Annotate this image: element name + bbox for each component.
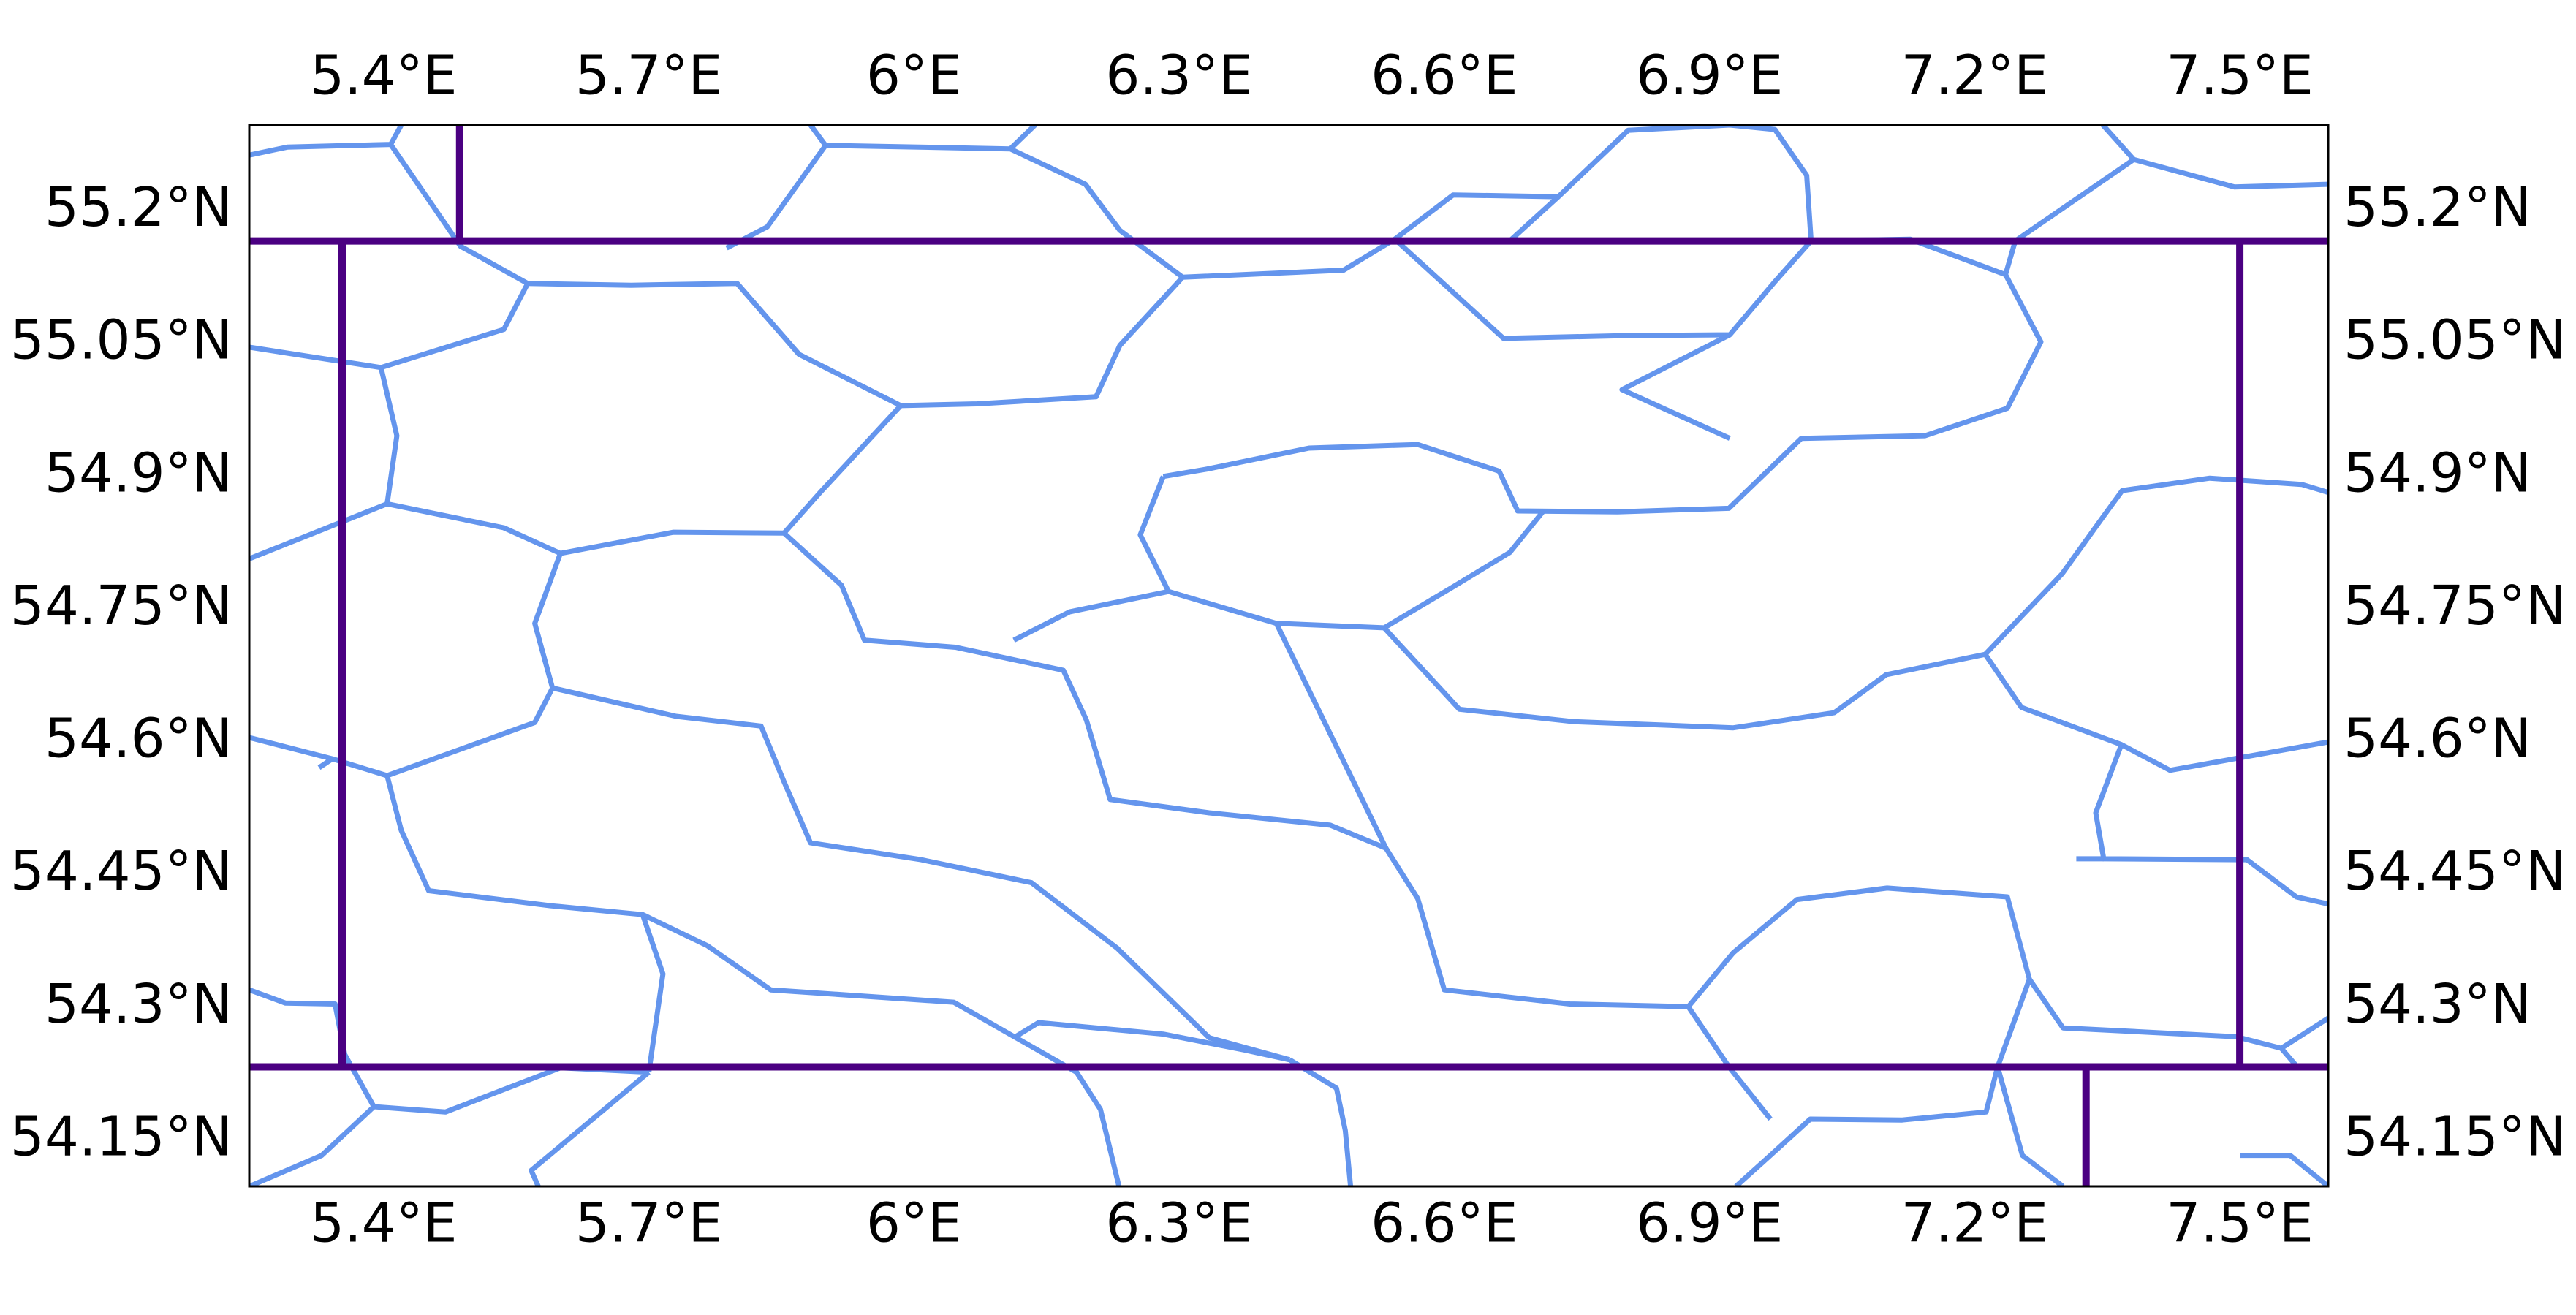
- x-tick-label-bottom: 6°E: [866, 1192, 962, 1255]
- y-tick-label-right: 54.75°N: [2344, 575, 2566, 637]
- cell-edge: [1288, 1057, 1354, 1186]
- y-tick-label-left: 55.05°N: [10, 309, 232, 372]
- x-tick-label-top: 7.5°E: [2166, 45, 2313, 107]
- y-tick-label-left: 54.15°N: [10, 1106, 232, 1169]
- cell-edge: [249, 282, 531, 371]
- y-tick-label-left: 54.9°N: [45, 442, 232, 504]
- x-tick-label-bottom: 7.2°E: [1901, 1192, 2048, 1255]
- cell-edge: [249, 1104, 376, 1186]
- cell-edge: [532, 552, 1291, 1063]
- y-tick-label-left: 54.45°N: [10, 840, 232, 903]
- cell-edge: [1382, 626, 2328, 773]
- cell-edge: [249, 125, 404, 158]
- cell-edge: [249, 501, 388, 561]
- x-tick-label-bottom: 5.7°E: [575, 1192, 722, 1255]
- y-tick-label-left: 54.75°N: [10, 575, 232, 637]
- boundary-lines: [249, 125, 2328, 1186]
- cell-edge: [2093, 743, 2328, 907]
- x-tick-label-bottom: 6.3°E: [1105, 1192, 1252, 1255]
- y-tick-label-left: 54.6°N: [45, 708, 232, 770]
- x-tick-label-bottom: 6.6°E: [1371, 1192, 1518, 1255]
- cell-edge: [378, 367, 2328, 1051]
- cell-edge: [735, 281, 801, 357]
- cell-edge: [1012, 1020, 1290, 1063]
- y-tick-label-right: 55.05°N: [2344, 309, 2566, 372]
- y-tick-label-right: 54.9°N: [2344, 442, 2531, 504]
- cell-edge: [1008, 125, 1037, 151]
- axis-tick-labels: 5.4°E 5.4°E 5.7°E 5.7°E 6°E 6°E 6.3°E 6.3°E 6.6°…: [10, 45, 2566, 1255]
- cell-edge: [1619, 332, 1731, 441]
- y-tick-label-right: 54.6°N: [2344, 708, 2531, 770]
- cell-edge: [2240, 1153, 2328, 1186]
- cell-edge: [1167, 508, 1547, 631]
- x-tick-label-top: 6°E: [866, 45, 962, 107]
- x-tick-label-top: 6.3°E: [1105, 45, 1252, 107]
- cell-edge: [1273, 622, 1389, 849]
- y-tick-label-left: 55.2°N: [45, 176, 232, 239]
- x-tick-label-bottom: 6.9°E: [1636, 1192, 1783, 1255]
- y-tick-label-left: 54.3°N: [45, 973, 232, 1036]
- y-tick-label-right: 54.3°N: [2344, 973, 2531, 1036]
- cell-edge: [249, 987, 649, 1115]
- cell-edge: [781, 403, 903, 535]
- map-frame: [248, 124, 2330, 1188]
- x-tick-label-top: 6.9°E: [1636, 45, 1783, 107]
- cell-edge: [1393, 192, 1558, 241]
- cell-edge: [317, 757, 334, 770]
- cell-edge: [388, 143, 2044, 515]
- grid-cell-edges: [249, 125, 2328, 1186]
- cell-edge: [2101, 125, 2328, 190]
- cell-edge: [386, 686, 555, 778]
- cell-edge: [640, 914, 666, 1073]
- cell-edge: [1983, 475, 2328, 656]
- x-tick-label-bottom: 5.4°E: [310, 1192, 457, 1255]
- cell-edge: [1995, 1066, 2065, 1186]
- y-tick-label-right: 54.15°N: [2344, 1106, 2566, 1169]
- x-tick-label-top: 7.2°E: [1901, 45, 2048, 107]
- y-tick-label-right: 54.45°N: [2344, 840, 2566, 903]
- x-tick-label-top: 5.7°E: [575, 45, 722, 107]
- cell-edge: [529, 1070, 651, 1186]
- y-tick-label-right: 55.2°N: [2344, 176, 2531, 239]
- x-tick-label-bottom: 7.5°E: [2166, 1192, 2313, 1255]
- x-tick-label-top: 6.6°E: [1371, 45, 1518, 107]
- x-tick-label-top: 5.4°E: [310, 45, 457, 107]
